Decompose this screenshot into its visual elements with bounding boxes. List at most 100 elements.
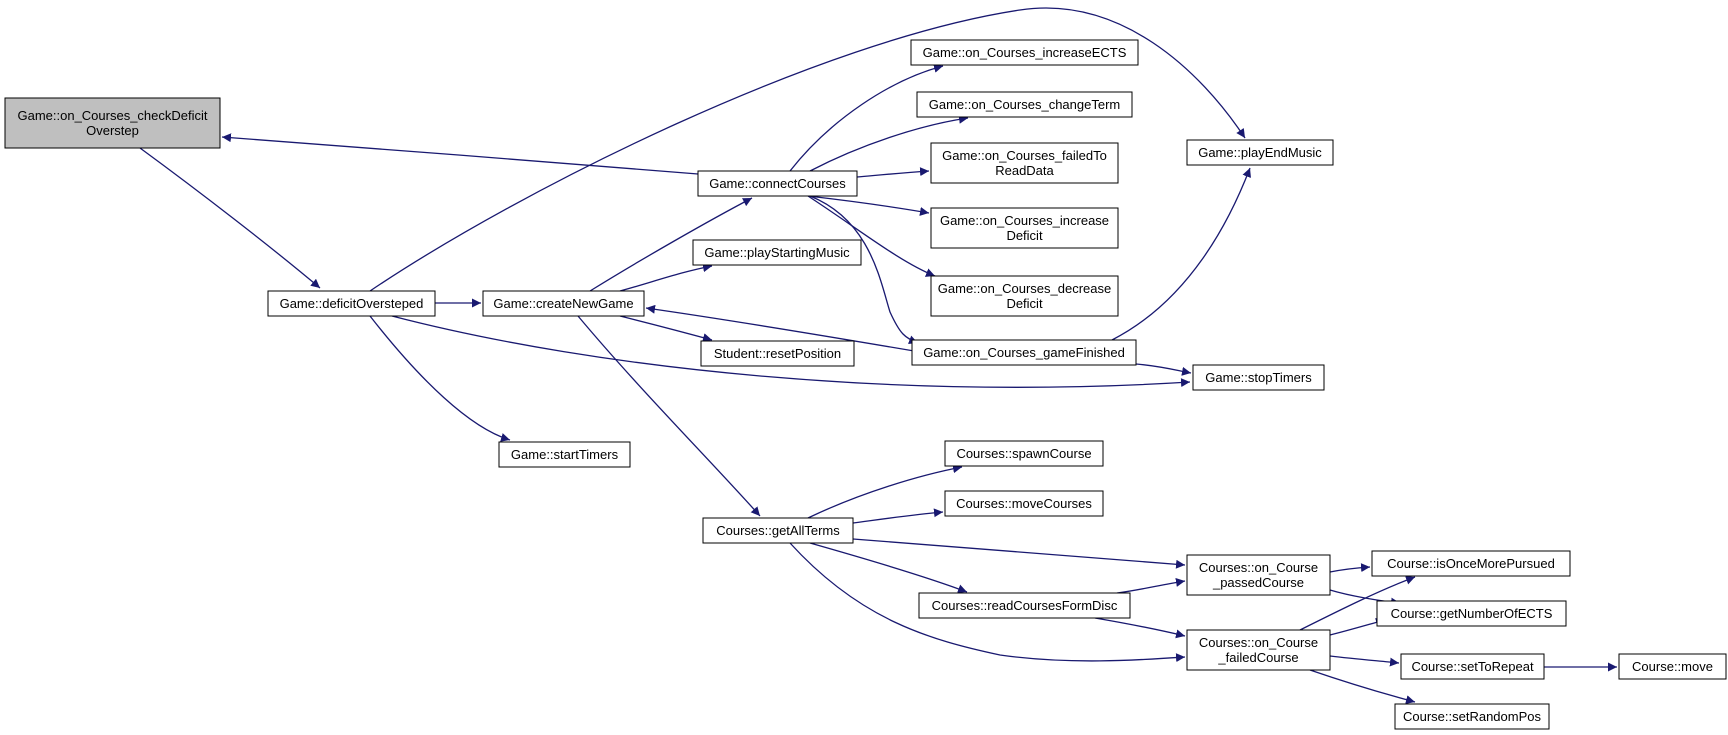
edge-deficitOversteped-to-playEndMusic	[369, 7, 1246, 292]
node-box	[910, 39, 1139, 66]
edge-createNewGame-to-resetPosition	[619, 315, 713, 342]
node-label: Game::on_Courses_decrease	[938, 281, 1111, 296]
node-label: _failedCourse	[1217, 650, 1298, 665]
node-label: Courses::on_Course	[1199, 560, 1318, 575]
edge-connectCourses-to-checkDeficit	[221, 133, 699, 175]
edge-createNewGame-to-getAllTerms	[577, 315, 761, 517]
node-label: Courses::getAllTerms	[716, 523, 840, 538]
nodes-layer: Game::on_Courses_checkDeficitOverstepGam…	[4, 39, 1727, 730]
node-passedCourse[interactable]: Courses::on_Course_passedCourse	[1186, 554, 1331, 596]
node-box	[1394, 703, 1550, 730]
node-changeTerm[interactable]: Game::on_Courses_changeTerm	[916, 91, 1133, 118]
edge-checkDeficit-to-deficitOversteped	[139, 147, 321, 289]
node-label: Course::setRandomPos	[1403, 709, 1542, 724]
edge-readCoursesFormDisc-to-failedCourse	[1094, 617, 1186, 639]
node-label: Overstep	[86, 123, 139, 138]
node-isOnceMorePursued[interactable]: Course::isOnceMorePursued	[1371, 550, 1571, 577]
edges-layer	[139, 7, 1617, 705]
node-label: Game::createNewGame	[493, 296, 633, 311]
node-getAllTerms[interactable]: Courses::getAllTerms	[702, 517, 854, 544]
node-failedCourse[interactable]: Courses::on_Course_failedCourse	[1186, 629, 1331, 671]
node-box	[1186, 139, 1334, 166]
node-box	[916, 91, 1133, 118]
node-box	[930, 142, 1119, 184]
node-label: Deficit	[1006, 228, 1043, 243]
node-box	[702, 517, 854, 544]
node-box	[482, 290, 645, 317]
node-box	[930, 275, 1119, 317]
node-box	[697, 170, 858, 197]
node-setToRepeat[interactable]: Course::setToRepeat	[1400, 653, 1545, 680]
node-label: Course::getNumberOfECTS	[1391, 606, 1553, 621]
edge-connectCourses-to-decreaseDeficit	[807, 195, 936, 277]
node-readCoursesFormDisc[interactable]: Courses::readCoursesFormDisc	[918, 592, 1131, 619]
node-label: Course::setToRepeat	[1411, 659, 1534, 674]
node-setRandomPos[interactable]: Course::setRandomPos	[1394, 703, 1550, 730]
node-box	[911, 339, 1137, 366]
node-label: Game::on_Courses_checkDeficit	[17, 108, 207, 123]
edge-connectCourses-to-failedToReadData	[856, 167, 930, 178]
edge-gameFinished-to-stopTimers	[1135, 363, 1192, 376]
edge-failedCourse-to-isOnceMorePursued	[1299, 575, 1416, 631]
node-box	[1371, 550, 1571, 577]
edge-getAllTerms-to-moveCourses	[852, 508, 944, 524]
edge-passedCourse-to-isOnceMorePursued	[1329, 563, 1371, 573]
node-label: Course::move	[1632, 659, 1713, 674]
node-label: Game::startTimers	[511, 447, 619, 462]
node-label: Game::stopTimers	[1205, 370, 1312, 385]
edge-connectCourses-to-changeTerm	[809, 114, 969, 172]
edge-failedCourse-to-setToRepeat	[1329, 655, 1400, 667]
node-label: Game::playEndMusic	[1198, 145, 1322, 160]
node-box	[1618, 653, 1727, 680]
node-playEndMusic[interactable]: Game::playEndMusic	[1186, 139, 1334, 166]
node-increaseECTS[interactable]: Game::on_Courses_increaseECTS	[910, 39, 1139, 66]
node-label: Courses::readCoursesFormDisc	[932, 598, 1118, 613]
node-label: Game::playStartingMusic	[704, 245, 850, 260]
node-label: Student::resetPosition	[714, 346, 841, 361]
node-box	[1186, 629, 1331, 671]
edge-connectCourses-to-increaseECTS	[789, 63, 944, 172]
node-playStartingMusic[interactable]: Game::playStartingMusic	[692, 239, 862, 266]
node-createNewGame[interactable]: Game::createNewGame	[482, 290, 645, 317]
node-box	[1400, 653, 1545, 680]
node-startTimers[interactable]: Game::startTimers	[498, 441, 631, 468]
node-label: Deficit	[1006, 296, 1043, 311]
edge-getAllTerms-to-failedCourse	[789, 542, 1186, 663]
node-move[interactable]: Course::move	[1618, 653, 1727, 680]
edge-getAllTerms-to-passedCourse	[852, 538, 1186, 569]
node-label: Courses::spawnCourse	[956, 446, 1091, 461]
node-label: _passedCourse	[1212, 575, 1304, 590]
edge-createNewGame-to-playStartingMusic	[619, 263, 713, 292]
node-getNumberOfECTS[interactable]: Course::getNumberOfECTS	[1376, 600, 1567, 627]
edge-deficitOversteped-to-startTimers	[369, 315, 511, 442]
node-box	[1192, 364, 1325, 391]
node-spawnCourse[interactable]: Courses::spawnCourse	[944, 440, 1104, 467]
edge-connectCourses-to-gameFinished	[809, 195, 919, 344]
edge-failedCourse-to-setRandomPos	[1309, 669, 1416, 705]
edge-connectCourses-to-increaseDeficit	[807, 195, 930, 216]
node-box	[4, 97, 221, 149]
node-label: ReadData	[995, 163, 1054, 178]
node-label: Game::connectCourses	[709, 176, 846, 191]
node-box	[267, 290, 436, 317]
node-deficitOversteped[interactable]: Game::deficitOversteped	[267, 290, 436, 317]
edge-deficitOversteped-to-stopTimers	[391, 315, 1191, 388]
node-label: Game::on_Courses_changeTerm	[929, 97, 1121, 112]
node-box	[692, 239, 862, 266]
node-moveCourses[interactable]: Courses::moveCourses	[944, 490, 1104, 517]
node-label: Courses::moveCourses	[956, 496, 1092, 511]
node-stopTimers[interactable]: Game::stopTimers	[1192, 364, 1325, 391]
node-resetPosition[interactable]: Student::resetPosition	[700, 340, 855, 367]
node-label: Game::on_Courses_gameFinished	[923, 345, 1125, 360]
node-connectCourses[interactable]: Game::connectCourses	[697, 170, 858, 197]
node-gameFinished[interactable]: Game::on_Courses_gameFinished	[911, 339, 1137, 366]
node-label: Course::isOnceMorePursued	[1387, 556, 1555, 571]
edge-gameFinished-to-createNewGame	[645, 304, 921, 353]
node-label: Game::on_Courses_increase	[940, 213, 1109, 228]
node-box	[918, 592, 1131, 619]
